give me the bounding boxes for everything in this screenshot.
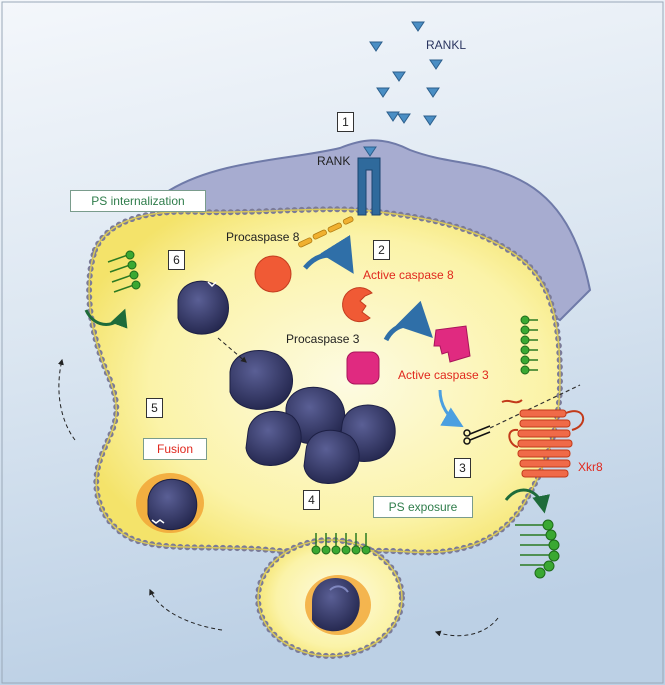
procaspase-8 [254,255,292,293]
scissors-icon [463,425,491,445]
procaspase-3 [346,351,380,385]
step-3: 3 [454,458,471,478]
ps-flip-arrow-left [84,308,128,329]
step-2: 2 [373,240,390,260]
caspase-3-activation-arrow [383,300,433,342]
step-4: 4 [303,490,320,510]
active-caspase-8-label: Active caspase 8 [363,268,454,282]
step-6: 6 [168,250,185,270]
active-caspase-8 [342,287,373,323]
rank-label: RANK [317,154,351,168]
ps-internalization-callout: PS internalization [70,190,206,212]
ps-lipids-bottom [311,533,371,555]
rank-receptor [357,157,381,216]
xkr8-label: Xkr8 [578,460,603,474]
ps-exposure-callout: PS exposure [373,496,473,518]
caspase-8-activation-arrow [303,234,354,274]
ps-lipids-left [107,250,141,293]
nuclei-cluster [229,350,396,484]
rankl-ligands [363,21,443,157]
rankl-label: RANKL [426,38,467,52]
ps-flip-arrow-right [504,488,550,514]
procaspase-8-chain [298,216,354,248]
ps-lipids-right [520,315,538,375]
active-caspase-3 [433,325,471,363]
fusing-nucleus [177,280,229,335]
step-5: 5 [146,398,163,418]
nucleus-migration-arrow [217,337,247,363]
procaspase-3-label: Procaspase 3 [286,332,360,346]
cycle-arrow-left [57,358,76,441]
fusion-callout: Fusion [143,438,207,460]
procaspase-8-label: Procaspase 8 [226,230,300,244]
caspase-3-to-xkr8-arrow [438,389,464,428]
fusion-nucleus [136,473,204,533]
endocytic-vesicle [255,537,405,659]
ps-lipids-exposed [515,519,560,579]
active-caspase-3-label: Active caspase 3 [398,368,489,382]
step-1: 1 [337,112,354,132]
cycle-arrow-bottom-left [149,588,223,631]
xkr8-protein [508,409,585,478]
